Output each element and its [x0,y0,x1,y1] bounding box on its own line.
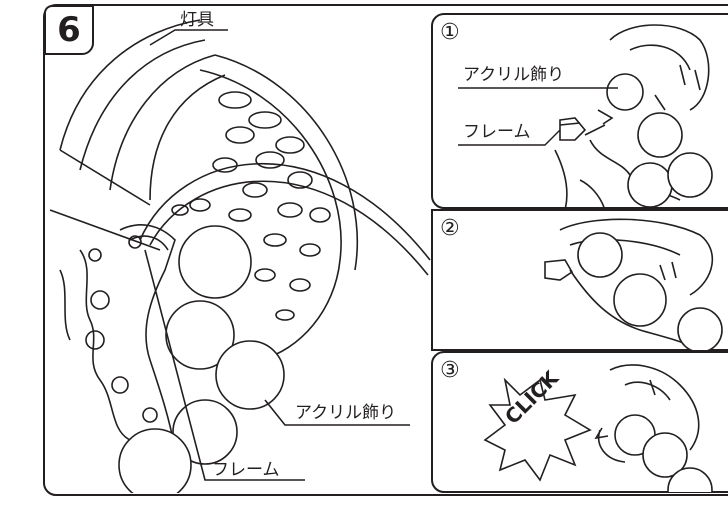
light-fixture [49,19,226,251]
main-acrylic-label: アクリル飾り [295,403,397,423]
main-frame-label: フレーム [212,460,280,480]
detail-3-illustration [483,364,713,492]
detail-3-number: ③ [440,358,460,383]
detail-1-frame-label: フレーム [463,122,531,142]
outer-frame [43,4,728,496]
fixture-label: 灯具 [180,10,214,30]
detail-1-illustration [554,24,713,208]
openwork-shade [171,54,359,361]
detail-1-frame [431,13,728,209]
detail-2-frame [431,209,728,351]
step-number-badge: 6 [44,5,94,55]
zoom-arc [139,162,431,261]
detail-2-number: ② [440,216,460,241]
frame-chain [59,224,176,451]
detail-2-illustration [544,218,723,350]
click-burst [483,377,592,482]
detail-3-frame [431,351,728,493]
detail-1-acrylic-label: アクリル飾り [463,65,565,85]
leader-lines [144,29,410,481]
detail-1-number: ① [440,20,460,45]
acrylic-balls [118,225,285,493]
main-view [49,19,410,493]
